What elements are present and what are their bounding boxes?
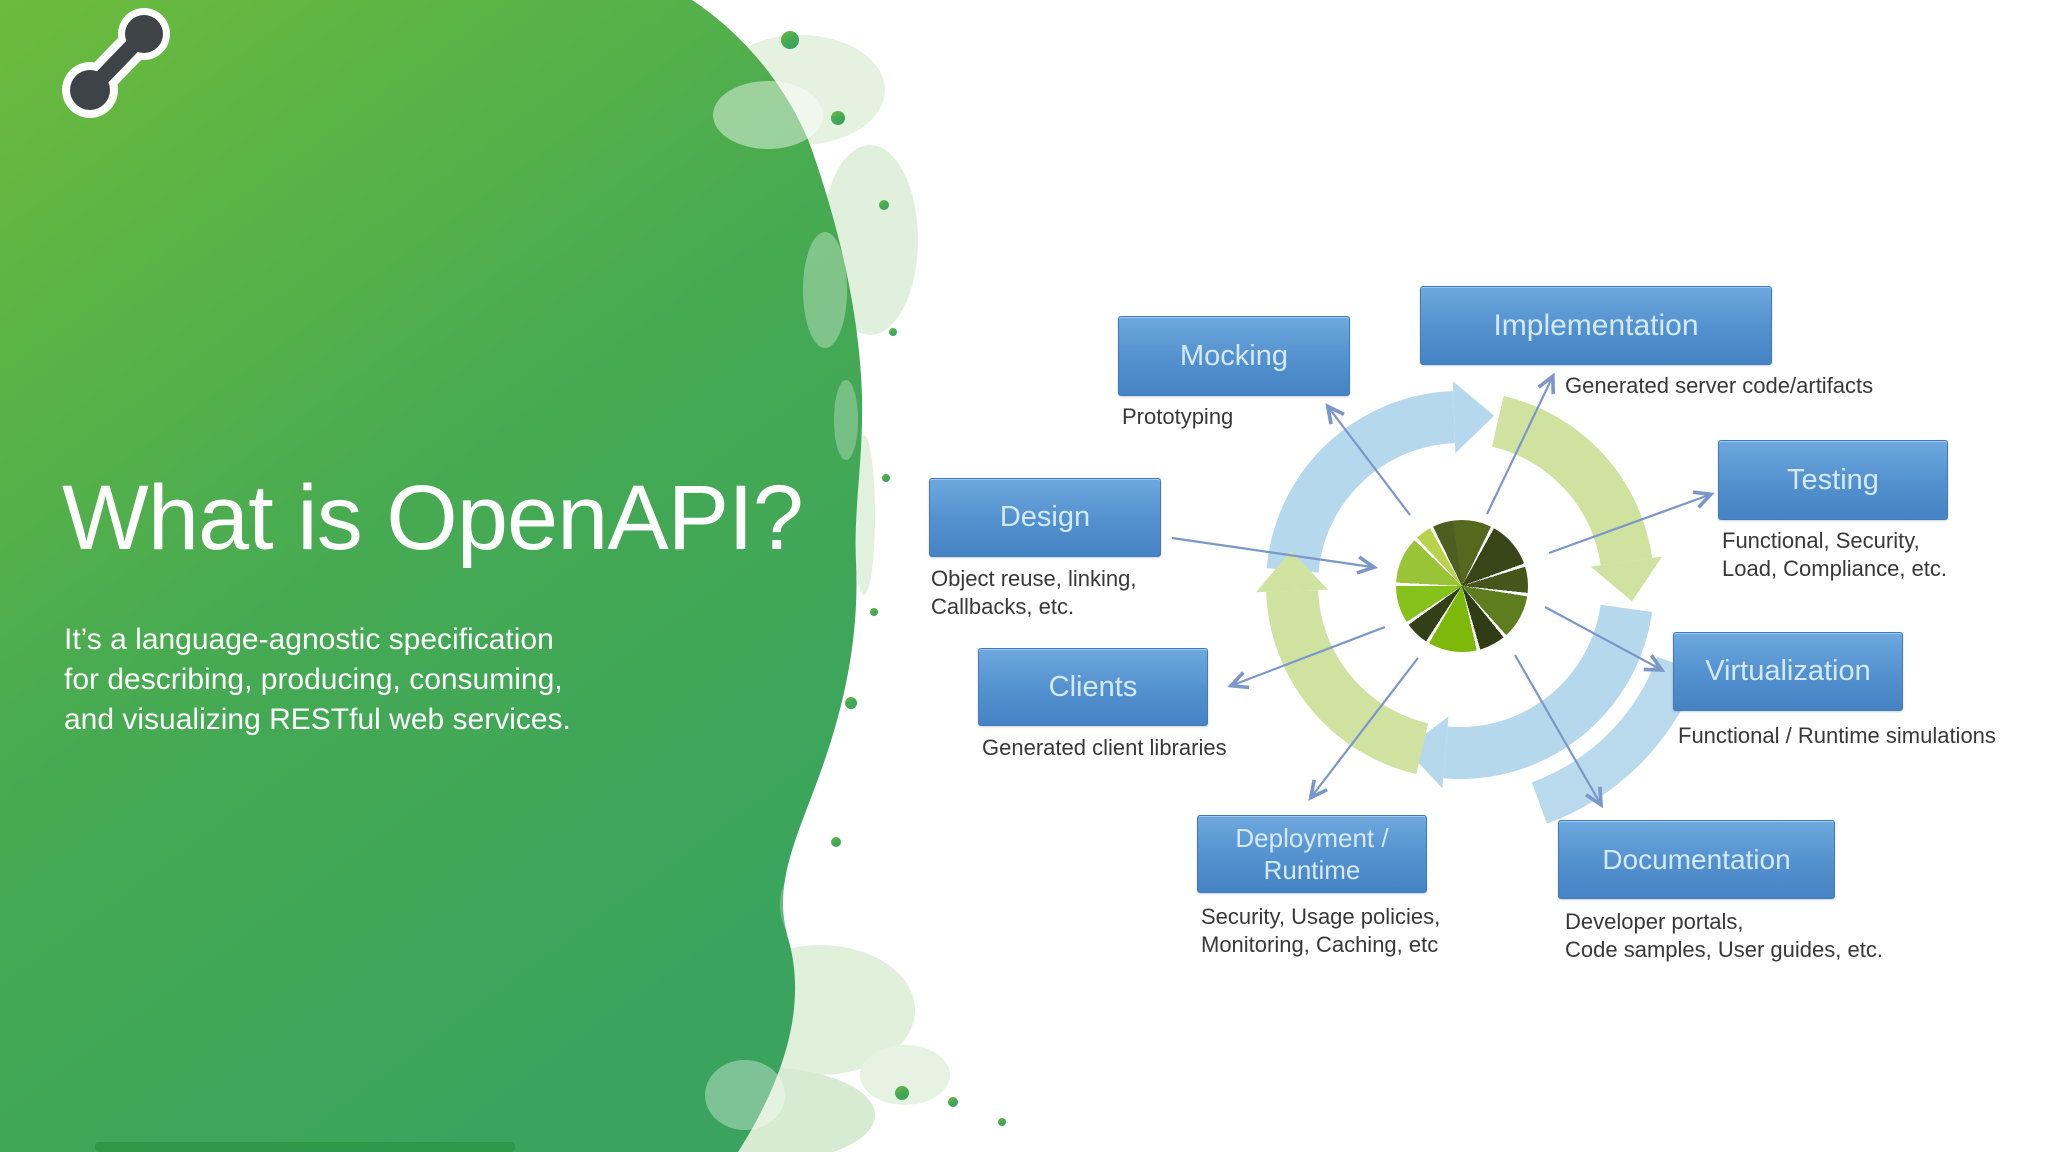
splash-main-blob (0, 0, 863, 1152)
openapi-logo-icon (1396, 520, 1528, 652)
node-label: Implementation (1493, 308, 1699, 342)
caption-line: Generated server code/artifacts (1565, 373, 1874, 398)
node-box-deployment-runtime: Deployment / Runtime (1197, 815, 1427, 893)
caption-line: Security, Usage policies, (1201, 904, 1441, 929)
node-caption-mocking: Prototyping (1122, 403, 1233, 431)
arrow-to-testing (1548, 495, 1709, 555)
arrow-to-virtualization (1544, 606, 1660, 669)
node-caption-implementation: Generated server code/artifacts (1565, 372, 1873, 400)
node-box-design: Design (929, 478, 1161, 557)
subtitle-line: for describing, producing, consuming, (64, 663, 563, 696)
node-label: Design (999, 501, 1091, 533)
node-label: Mocking (1180, 339, 1288, 372)
node-caption-design: Object reuse, linking, Callbacks, etc. (931, 565, 1136, 621)
node-label: Documentation (1602, 843, 1791, 875)
arrow-to-mocking (1329, 408, 1411, 516)
arrow-to-implementation (1486, 378, 1552, 515)
node-box-virtualization: Virtualization (1673, 632, 1903, 711)
arrow-to-documentation (1514, 654, 1600, 803)
node-caption-virtualization: Functional / Runtime simulations (1678, 722, 1996, 750)
subtitle-line: and visualizing RESTful web services. (64, 703, 571, 736)
node-box-implementation: Implementation (1420, 286, 1772, 365)
node-caption-clients: Generated client libraries (982, 734, 1227, 762)
caption-line: Functional, Security, (1722, 528, 1920, 553)
openapi-logo-arm-icon (62, 8, 170, 118)
node-caption-documentation: Developer portals, Code samples, User gu… (1565, 908, 1883, 964)
slide-title: What is OpenAPI? (62, 467, 804, 569)
splash-white-mottle (705, 81, 858, 1130)
node-box-clients: Clients (978, 648, 1208, 726)
caption-line: Object reuse, linking, (931, 566, 1137, 591)
node-caption-deployment-runtime: Security, Usage policies, Monitoring, Ca… (1201, 903, 1440, 959)
caption-line: Monitoring, Caching, etc (1201, 932, 1439, 957)
node-box-mocking: Mocking (1118, 316, 1350, 396)
splash-dark-strip (95, 1142, 515, 1152)
node-label: Virtualization (1705, 655, 1871, 687)
subtitle-line: It’s a language-agnostic specification (64, 623, 554, 656)
node-label: Deployment / Runtime (1235, 822, 1389, 886)
caption-line: Prototyping (1122, 404, 1234, 429)
caption-line: Callbacks, etc. (931, 594, 1075, 619)
caption-line: Code samples, User guides, etc. (1565, 937, 1883, 962)
node-box-testing: Testing (1718, 440, 1948, 520)
caption-line: Generated client libraries (982, 735, 1227, 760)
node-box-documentation: Documentation (1558, 820, 1835, 899)
node-label: Clients (1048, 670, 1138, 703)
node-caption-testing: Functional, Security, Load, Compliance, … (1722, 527, 1947, 583)
node-label: Testing (1787, 463, 1879, 496)
caption-line: Developer portals, (1565, 909, 1744, 934)
arrow-from-design (1171, 536, 1372, 567)
slide-subtitle: It’s a language-agnostic specification f… (64, 620, 571, 740)
arrow-to-deployment (1312, 657, 1419, 796)
arrow-to-clients (1233, 625, 1386, 685)
caption-line: Load, Compliance, etc. (1722, 556, 1948, 581)
splash-pale-patches (645, 35, 950, 1152)
caption-line: Functional / Runtime simulations (1678, 723, 1996, 748)
